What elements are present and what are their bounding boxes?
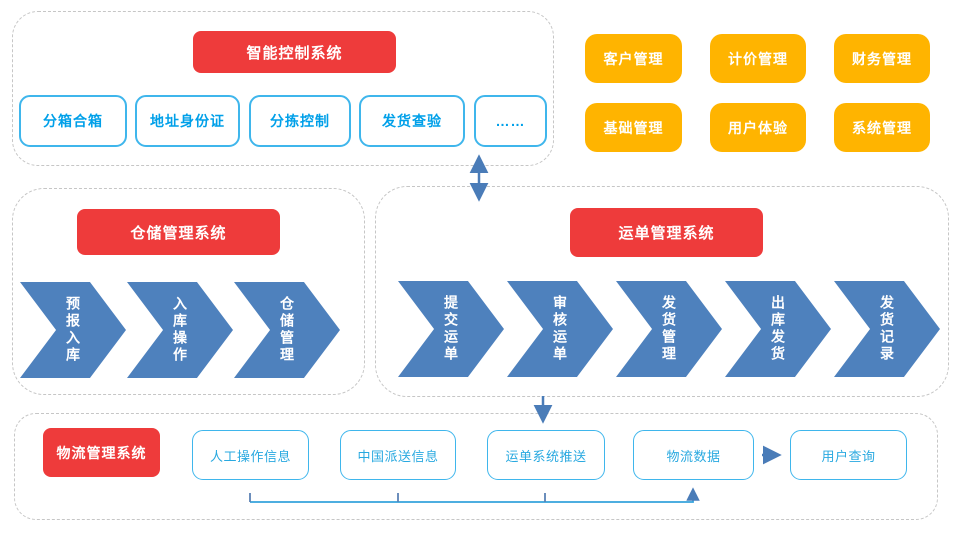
button-finance-management: 财务管理: [834, 34, 930, 83]
waybill-panel: [375, 186, 949, 397]
button-pricing-management: 计价管理: [710, 34, 806, 83]
button-user-experience: 用户体验: [710, 103, 806, 152]
chevron-step-label: 出库发货: [770, 295, 786, 363]
smart-control-item-address-id: 地址身份证: [135, 95, 240, 147]
logistics-item-china-delivery-info: 中国派送信息: [340, 430, 456, 480]
chevron-step-label: 提交运单: [443, 295, 459, 363]
smart-control-item-sorting-control: 分拣控制: [249, 95, 351, 147]
smart-control-panel: [12, 11, 554, 166]
chevron-step-label: 发货管理: [661, 295, 677, 363]
warehouse-panel: [12, 188, 365, 395]
smart-control-item-ellipsis: ……: [474, 95, 547, 147]
chevron-step-label: 预报入库: [65, 296, 81, 364]
chevron-step-label: 发货记录: [879, 295, 895, 363]
logistics-item-manual-operation-info: 人工操作信息: [192, 430, 309, 480]
button-customer-management: 客户管理: [585, 34, 682, 83]
logistics-title: 物流管理系统: [43, 428, 160, 477]
logistics-panel: [14, 413, 938, 520]
smart-control-item-box-split-merge: 分箱合箱: [19, 95, 127, 147]
chevron-step-label: 仓储管理: [279, 296, 295, 364]
waybill-title: 运单管理系统: [570, 208, 763, 257]
logistics-item-user-query: 用户查询: [790, 430, 907, 480]
logistics-item-logistics-data: 物流数据: [633, 430, 754, 480]
button-system-management: 系统管理: [834, 103, 930, 152]
button-basic-management: 基础管理: [585, 103, 682, 152]
chevron-step-label: 入库操作: [172, 296, 188, 364]
smart-control-title: 智能控制系统: [193, 31, 396, 73]
logistics-item-waybill-system-push: 运单系统推送: [487, 430, 605, 480]
warehouse-title: 仓储管理系统: [77, 209, 280, 255]
smart-control-item-shipment-check: 发货查验: [359, 95, 465, 147]
chevron-step-label: 审核运单: [552, 295, 568, 363]
